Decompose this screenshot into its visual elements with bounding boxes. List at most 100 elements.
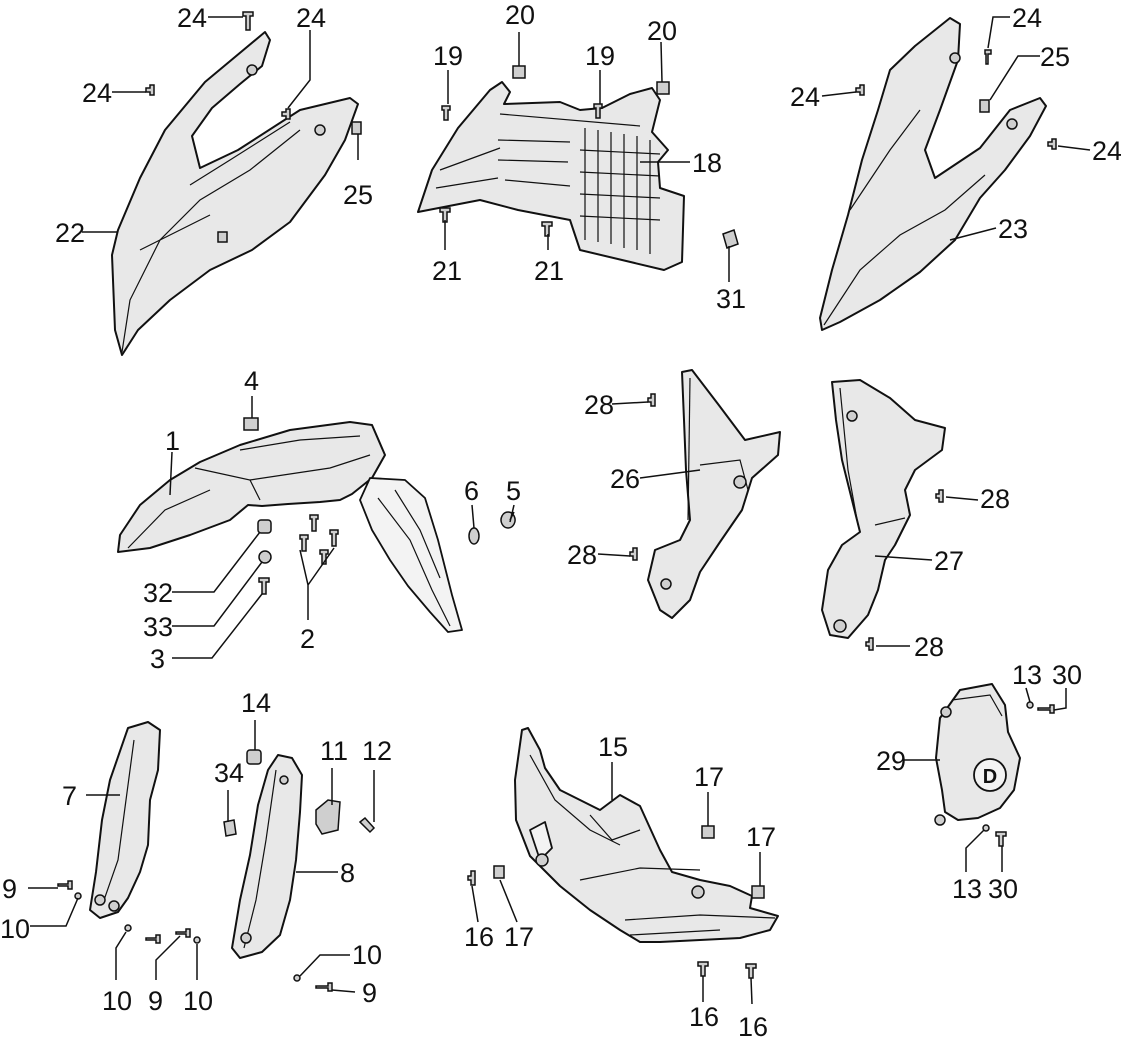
washer-10-c [193,936,201,944]
callout-19: 19 [433,41,463,71]
callout-22: 22 [55,218,85,248]
callout-17: 17 [504,922,534,952]
bolt-16-right [745,963,757,979]
grommet-6 [468,527,480,545]
bolt-21-left [439,207,451,223]
right-side-fairing [819,17,1047,331]
callout-31: 31 [716,284,746,314]
callout-15: 15 [598,732,628,762]
callout-9: 9 [148,986,163,1016]
bolt-30-bottom [995,831,1007,847]
callout-17: 17 [746,822,776,852]
callout-23: 23 [998,214,1028,244]
bolt-24-top [242,11,254,31]
bolt-21-right [541,221,553,237]
callout-13: 13 [952,874,982,904]
callout-17: 17 [694,762,724,792]
nut-32 [257,519,272,534]
callout-28: 28 [914,632,944,662]
clip-17-mid [701,825,715,839]
callout-16: 16 [689,1002,719,1032]
radiator-shroud [417,81,685,271]
callout-1: 1 [165,426,180,456]
callout-5: 5 [506,476,521,506]
clip-25-right [979,99,990,113]
callout-20: 20 [505,0,535,30]
callout-10: 10 [352,940,382,970]
callout-33: 33 [143,612,173,642]
left-side-fairing [111,31,359,356]
clip-20-left [512,65,526,79]
bolt-28-a [647,393,656,407]
washer-10-d [293,974,301,982]
hardware [57,11,1057,992]
callout-13: 13 [1012,660,1042,690]
clip-34 [223,819,237,837]
right-frame-cover [821,379,946,639]
callout-21: 21 [432,256,462,286]
clip-20-right [656,81,670,95]
callout-2: 2 [300,624,315,654]
callout-30: 30 [1052,660,1082,690]
bolt-24-mid [281,108,291,120]
callout-6: 6 [464,476,479,506]
callout-10: 10 [102,986,132,1016]
callout-12: 12 [362,736,392,766]
callout-27: 27 [934,546,964,576]
sleeve-31 [722,229,739,249]
sprocket-cover [934,683,1021,826]
skid-plate [514,727,779,943]
callout-26: 26 [610,464,640,494]
bolt-24-r2 [855,84,865,96]
callout-24: 24 [296,3,326,33]
callout-7: 7 [62,781,77,811]
washer-13-top [1026,701,1034,709]
bolts-2 [299,514,339,565]
bolt-28-d [865,637,874,651]
callout-16: 16 [464,922,494,952]
fork-guard-left [89,721,161,919]
callout-24: 24 [1092,136,1121,166]
callout-20: 20 [647,16,677,46]
callout-25: 25 [1040,42,1070,72]
callout-8: 8 [340,858,355,888]
bolt-28-c [935,489,944,503]
callout-21: 21 [534,256,564,286]
callout-29: 29 [876,746,906,776]
callout-19: 19 [585,41,615,71]
callout-24: 24 [790,82,820,112]
callout-9: 9 [2,874,17,904]
clip-17-right [751,885,765,899]
bolt-9-mid-b [175,928,191,938]
bolt-9-left [57,880,73,890]
bolt-9-right [315,982,333,992]
callout-4: 4 [244,366,259,396]
clip-25-left [351,121,362,135]
callout-18: 18 [692,148,722,178]
bolt-16-left [467,870,476,886]
left-frame-cover [647,369,781,619]
sprocket-cover-badge: D [983,766,997,788]
leader-lines [28,16,1091,1005]
clamp-5 [500,511,516,529]
bolt-24-r3 [1047,138,1057,150]
fork-guard-right [231,754,303,959]
bolt-3 [258,577,270,595]
bolt-24-r1 [984,49,992,65]
callout-16: 16 [738,1012,768,1042]
bolt-30-top [1037,704,1055,714]
washer-10-b [124,924,132,932]
clip-4 [243,417,259,431]
callout-3: 3 [150,644,165,674]
callout-10: 10 [0,914,30,944]
clip-17-left [493,865,505,879]
callout-11: 11 [320,736,348,766]
callout-24: 24 [1012,3,1042,33]
bolt-19-left [441,105,451,121]
washer-33 [258,550,272,564]
callout-9: 9 [362,978,377,1008]
callout-14: 14 [241,688,271,718]
washer-13-bottom [982,824,990,832]
